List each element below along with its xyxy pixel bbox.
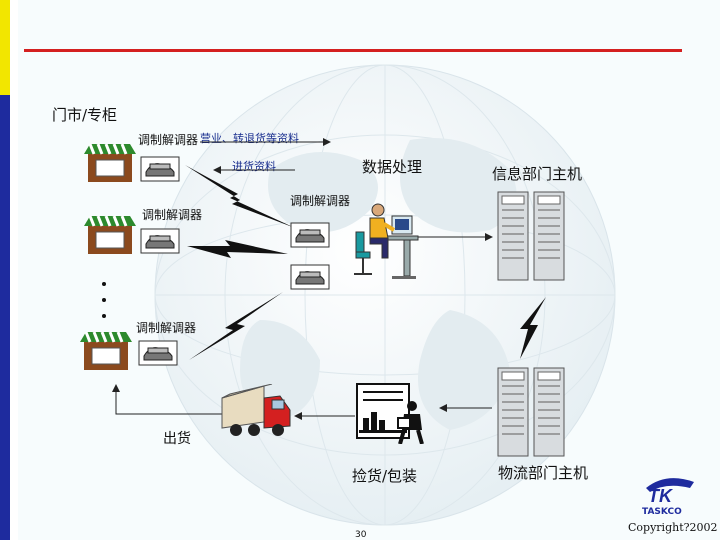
logo-text: TASKCO — [642, 507, 682, 517]
store-icon — [84, 143, 136, 182]
taskco-logo: TK — [646, 478, 694, 506]
server-icon — [497, 191, 565, 281]
data-processing-label: 数据处理 — [362, 158, 423, 176]
modem-icon — [290, 264, 330, 290]
modem-icon — [290, 222, 330, 248]
shipping-label: 出货 — [163, 431, 191, 447]
modem-label-1: 调制解调器 — [138, 133, 199, 147]
store-title: 门市/专柜 — [52, 106, 118, 124]
logistics-host-label: 物流部门主机 — [498, 464, 589, 482]
lightning-icon — [520, 297, 546, 359]
svg-text:TK: TK — [648, 486, 674, 506]
modem-center-label: 调制解调器 — [290, 194, 351, 208]
lightning-icon — [187, 240, 288, 258]
copyright-text: Copyright?2002 — [628, 521, 718, 534]
lightning-icon — [185, 165, 295, 228]
store-icon — [84, 215, 136, 254]
modem-label-3: 调制解调器 — [136, 321, 197, 335]
server-icon — [497, 367, 565, 457]
store-icon — [80, 331, 132, 370]
info-host-label: 信息部门主机 — [492, 165, 583, 183]
truck-to-store-arrow — [112, 384, 222, 415]
picking-label: 捡货/包装 — [352, 467, 418, 485]
modem-icon — [140, 228, 180, 254]
truck-icon — [221, 384, 291, 436]
modem-icon — [138, 340, 178, 366]
left-bar-inner — [10, 0, 18, 540]
page-number: 30 — [355, 530, 367, 540]
lightning-icon — [189, 292, 283, 360]
worker-icon — [397, 401, 424, 444]
left-bar-accent — [0, 0, 10, 95]
computer-operator-icon — [354, 203, 419, 279]
modem-label-2: 调制解调器 — [142, 208, 203, 222]
modem-icon — [140, 156, 180, 182]
top-rule — [24, 49, 682, 52]
left-bar — [0, 0, 10, 540]
